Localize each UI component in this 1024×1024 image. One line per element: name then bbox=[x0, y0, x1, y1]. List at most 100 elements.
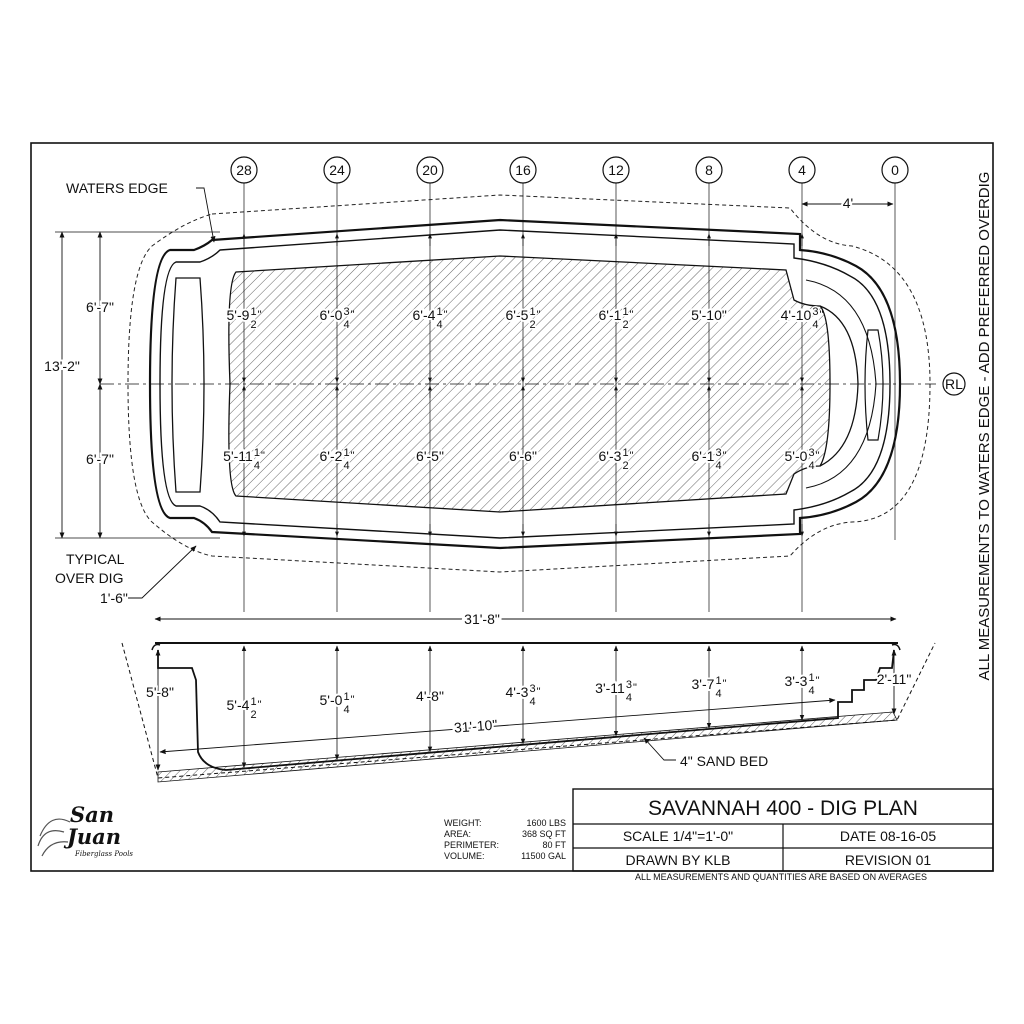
lower-width-label-tail: " bbox=[351, 450, 355, 462]
spec-value: 368 SQ FT bbox=[522, 829, 567, 839]
depth-label-whole: 3'-11 bbox=[595, 680, 625, 696]
lower-width-label-whole: 6'-6" bbox=[509, 448, 537, 464]
depth-label-tail: " bbox=[351, 694, 355, 706]
lower-width-label-whole: 6'-1 bbox=[692, 448, 715, 464]
depth-label-num: 1 bbox=[250, 696, 256, 708]
station-circle bbox=[323, 156, 351, 184]
upper-width-label-num: 1 bbox=[529, 306, 535, 318]
right-bench bbox=[864, 329, 884, 441]
upper-width-label-num: 1 bbox=[622, 306, 628, 318]
lower-width-label-whole: 6'-5" bbox=[416, 448, 444, 464]
upper-width-label-tail: " bbox=[819, 309, 823, 321]
upper-width-label-den: 4 bbox=[343, 319, 349, 331]
depth-label-whole: 3'-3 bbox=[785, 673, 808, 689]
sand-bed-leader bbox=[643, 737, 676, 761]
sheet-border bbox=[30, 142, 994, 872]
upper-width-label: 5'-10" bbox=[689, 305, 729, 325]
lower-width-label-num: 3 bbox=[715, 447, 721, 459]
drawing-title: SAVANNAH 400 - DIG PLAN bbox=[648, 797, 918, 820]
depth-label-tail: " bbox=[816, 675, 820, 687]
station-circle bbox=[230, 156, 258, 184]
side-note: ALL MEASUREMENTS TO WATERS EDGE - ADD PR… bbox=[976, 172, 993, 681]
width-total-label: 13'-2" bbox=[44, 358, 80, 374]
depth-label-whole: 3'-7 bbox=[692, 676, 715, 692]
upper-width-label-num: 3 bbox=[343, 306, 349, 318]
floor-length-label: 31'-10" bbox=[453, 716, 498, 735]
upper-width-label-den: 2 bbox=[529, 319, 535, 331]
shallow-end-label: 2'-11" bbox=[877, 671, 912, 687]
depth-label-den: 4 bbox=[343, 704, 349, 716]
upper-width-label-num: 1 bbox=[250, 306, 256, 318]
deep-end-label: 5'-8" bbox=[146, 684, 174, 700]
upper-width-label-whole: 6'-5 bbox=[506, 307, 529, 323]
upper-width-label-whole: 6'-4 bbox=[413, 307, 436, 323]
waters-edge-label: WATERS EDGE bbox=[66, 180, 168, 196]
overall-length-label: 31'-8" bbox=[464, 611, 500, 627]
lower-width-label-tail: " bbox=[261, 450, 265, 462]
lower-width-label-den: 4 bbox=[808, 460, 814, 472]
lower-width-label-den: 4 bbox=[254, 460, 260, 472]
spec-label: VOLUME: bbox=[444, 851, 485, 861]
spec-label: WEIGHT: bbox=[444, 818, 482, 828]
floor-length-dim bbox=[159, 697, 836, 755]
lower-width-label-whole: 5'-11 bbox=[223, 448, 253, 464]
section-shell bbox=[157, 649, 895, 771]
depth-label-den: 4 bbox=[626, 692, 632, 704]
over-dig-label-1: TYPICAL bbox=[66, 551, 125, 567]
depth-label-den: 4 bbox=[808, 685, 814, 697]
top-dim-label: 4' bbox=[843, 195, 853, 211]
lower-width-label-whole: 5'-0 bbox=[785, 448, 808, 464]
upper-width-label-tail: " bbox=[537, 309, 541, 321]
upper-width-label-num: 3 bbox=[812, 306, 818, 318]
depth-label-tail: " bbox=[537, 686, 541, 698]
sand-bed-label: 4" SAND BED bbox=[680, 753, 768, 769]
san-juan-logo: San Juan Fiberglass Pools bbox=[37, 802, 133, 858]
lower-width-label-den: 2 bbox=[622, 460, 628, 472]
upper-width-label-den: 4 bbox=[812, 319, 818, 331]
logo-line-1: San bbox=[70, 802, 114, 827]
revision-text: REVISION 01 bbox=[845, 852, 932, 868]
station-label: 20 bbox=[422, 162, 438, 178]
station-label: 24 bbox=[329, 162, 345, 178]
half-lower-label: 6'-7" bbox=[86, 451, 114, 467]
depth-label-num: 3 bbox=[626, 679, 632, 691]
station-label: 16 bbox=[515, 162, 531, 178]
lower-width-label-num: 1 bbox=[343, 447, 349, 459]
upper-width-label-whole: 5'-9 bbox=[227, 307, 250, 323]
logo-line-2: Juan bbox=[63, 824, 121, 849]
lower-width-label-whole: 6'-2 bbox=[320, 448, 343, 464]
lower-width-label-num: 3 bbox=[808, 447, 814, 459]
left-bench bbox=[171, 277, 205, 493]
depth-label-tail: " bbox=[723, 678, 727, 690]
upper-width-label-whole: 6'-0 bbox=[320, 307, 343, 323]
station-label: 0 bbox=[891, 162, 899, 178]
over-dig-leader bbox=[128, 545, 197, 599]
station-lines bbox=[242, 183, 896, 612]
half-upper-label: 6'-7" bbox=[86, 299, 114, 315]
lower-width-label-den: 4 bbox=[715, 460, 721, 472]
station-circle bbox=[695, 156, 723, 184]
upper-width-label-whole: 4'-10 bbox=[781, 307, 812, 323]
over-dig-label-3: 1'-6" bbox=[100, 590, 128, 606]
depth-label-whole: 4'-3 bbox=[506, 684, 529, 700]
upper-width-label-tail: " bbox=[351, 309, 355, 321]
station-circle bbox=[881, 156, 909, 184]
upper-width-label-whole: 6'-1 bbox=[599, 307, 622, 323]
station-circle bbox=[416, 156, 444, 184]
lower-width-label-whole: 6'-3 bbox=[599, 448, 622, 464]
lower-width-label: 6'-5" bbox=[414, 446, 446, 466]
depth-label-tail: " bbox=[633, 682, 637, 694]
